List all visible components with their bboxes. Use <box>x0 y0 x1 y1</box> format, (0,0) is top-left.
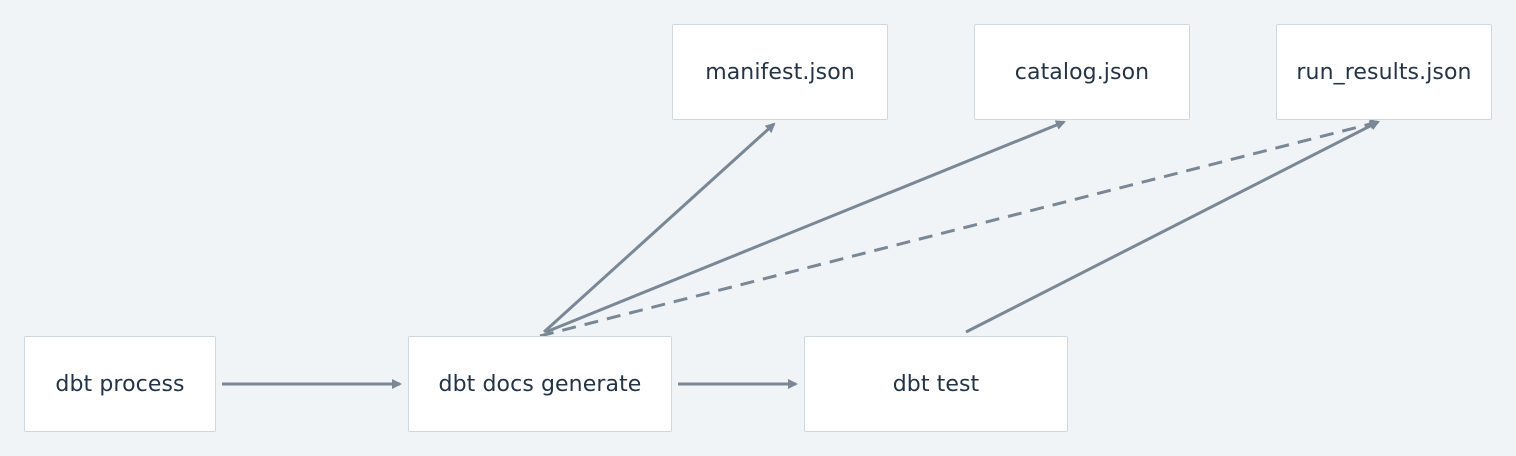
edge-test-to-run-results <box>965 120 1380 334</box>
node-run-results-json: run_results.json <box>1276 24 1492 120</box>
edge-docs-generate-to-catalog <box>545 120 1066 334</box>
node-dbt-process: dbt process <box>24 336 216 432</box>
node-dbt-docs-generate-label: dbt docs generate <box>438 371 642 397</box>
node-run-results-json-label: run_results.json <box>1296 59 1472 85</box>
node-manifest-json: manifest.json <box>672 24 888 120</box>
node-manifest-json-label: manifest.json <box>705 59 855 85</box>
node-dbt-test: dbt test <box>804 336 1068 432</box>
node-dbt-test-label: dbt test <box>892 371 980 397</box>
node-catalog-json: catalog.json <box>974 24 1190 120</box>
edge-docs-generate-to-manifest <box>542 122 776 334</box>
edge-docs-generate-to-run-results-dashed <box>539 119 1380 338</box>
node-catalog-json-label: catalog.json <box>1014 59 1150 85</box>
node-dbt-docs-generate: dbt docs generate <box>408 336 672 432</box>
node-dbt-process-label: dbt process <box>55 371 185 397</box>
